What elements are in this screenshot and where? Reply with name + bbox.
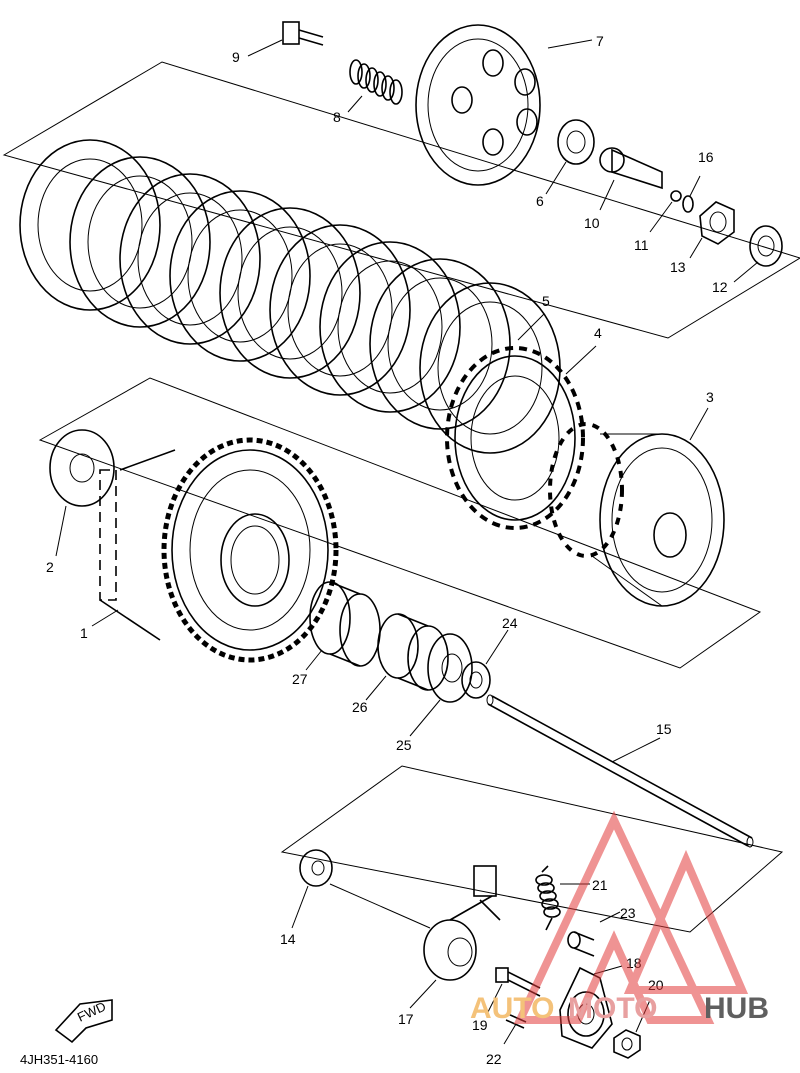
ball-11 — [670, 190, 682, 202]
washer-24 — [461, 661, 491, 699]
callout-17: 17 — [398, 1011, 414, 1027]
spring-8 — [349, 59, 403, 105]
callout-7: 7 — [596, 33, 604, 49]
diagram-code: 4JH351-4160 — [20, 1052, 98, 1067]
callout-19: 19 — [472, 1017, 488, 1033]
watermark-text-hub: HUB — [704, 992, 769, 1025]
o-ring-16 — [682, 195, 694, 213]
callout-24: 24 — [502, 615, 518, 631]
callout-26: 26 — [352, 699, 368, 715]
watermark-text-auto: AUTO — [470, 992, 554, 1025]
nut-13 — [699, 201, 735, 245]
bearing-6 — [557, 119, 595, 165]
fwd-arrow-icon: FWD — [54, 999, 113, 1044]
plate-group-frame — [2, 61, 800, 339]
lock-washer-12 — [749, 225, 783, 267]
push-rod-10 — [599, 147, 663, 190]
callout-labels: 9 8 7 6 10 11 16 13 12 5 4 3 2 1 27 26 2… — [46, 33, 728, 1067]
axis-line-lower — [329, 883, 431, 929]
oil-seal-14 — [299, 849, 333, 887]
callout-3: 3 — [706, 389, 714, 405]
callout-22: 22 — [486, 1051, 502, 1067]
nut-20 — [613, 1029, 641, 1059]
thrust-washer-25 — [427, 633, 473, 703]
callout-9: 9 — [232, 49, 240, 65]
callout-5: 5 — [542, 293, 550, 309]
callout-1: 1 — [80, 625, 88, 641]
watermark-logo — [513, 810, 749, 1024]
washer-2 — [49, 429, 115, 507]
callout-15: 15 — [656, 721, 672, 737]
callout-12: 12 — [712, 279, 728, 295]
callout-14: 14 — [280, 931, 296, 947]
push-rod-15 — [486, 694, 754, 848]
bolt-9 — [282, 21, 324, 46]
callout-25: 25 — [396, 737, 412, 753]
friction-plate-4 — [445, 346, 585, 530]
callout-21: 21 — [592, 877, 608, 893]
callout-2: 2 — [46, 559, 54, 575]
callout-8: 8 — [333, 109, 341, 125]
callout-27: 27 — [292, 671, 308, 687]
callout-23: 23 — [620, 905, 636, 921]
push-lever-shaft-17 — [423, 865, 501, 981]
return-spring-21 — [535, 865, 561, 931]
pushlever-group-frame — [280, 765, 784, 933]
watermark-text-moto: MOTO — [568, 992, 657, 1025]
callout-10: 10 — [584, 215, 600, 231]
clutch-housing-1 — [99, 437, 339, 663]
callout-11: 11 — [634, 237, 649, 253]
spacer-26 — [377, 613, 449, 691]
callout-13: 13 — [670, 259, 686, 275]
hub-group-frame — [38, 377, 762, 669]
pressure-plate-7 — [415, 24, 541, 186]
clutch-boss-3 — [548, 422, 725, 607]
callout-6: 6 — [536, 193, 544, 209]
collar-23 — [567, 931, 595, 957]
callout-16: 16 — [698, 149, 714, 165]
callout-4: 4 — [594, 325, 602, 341]
